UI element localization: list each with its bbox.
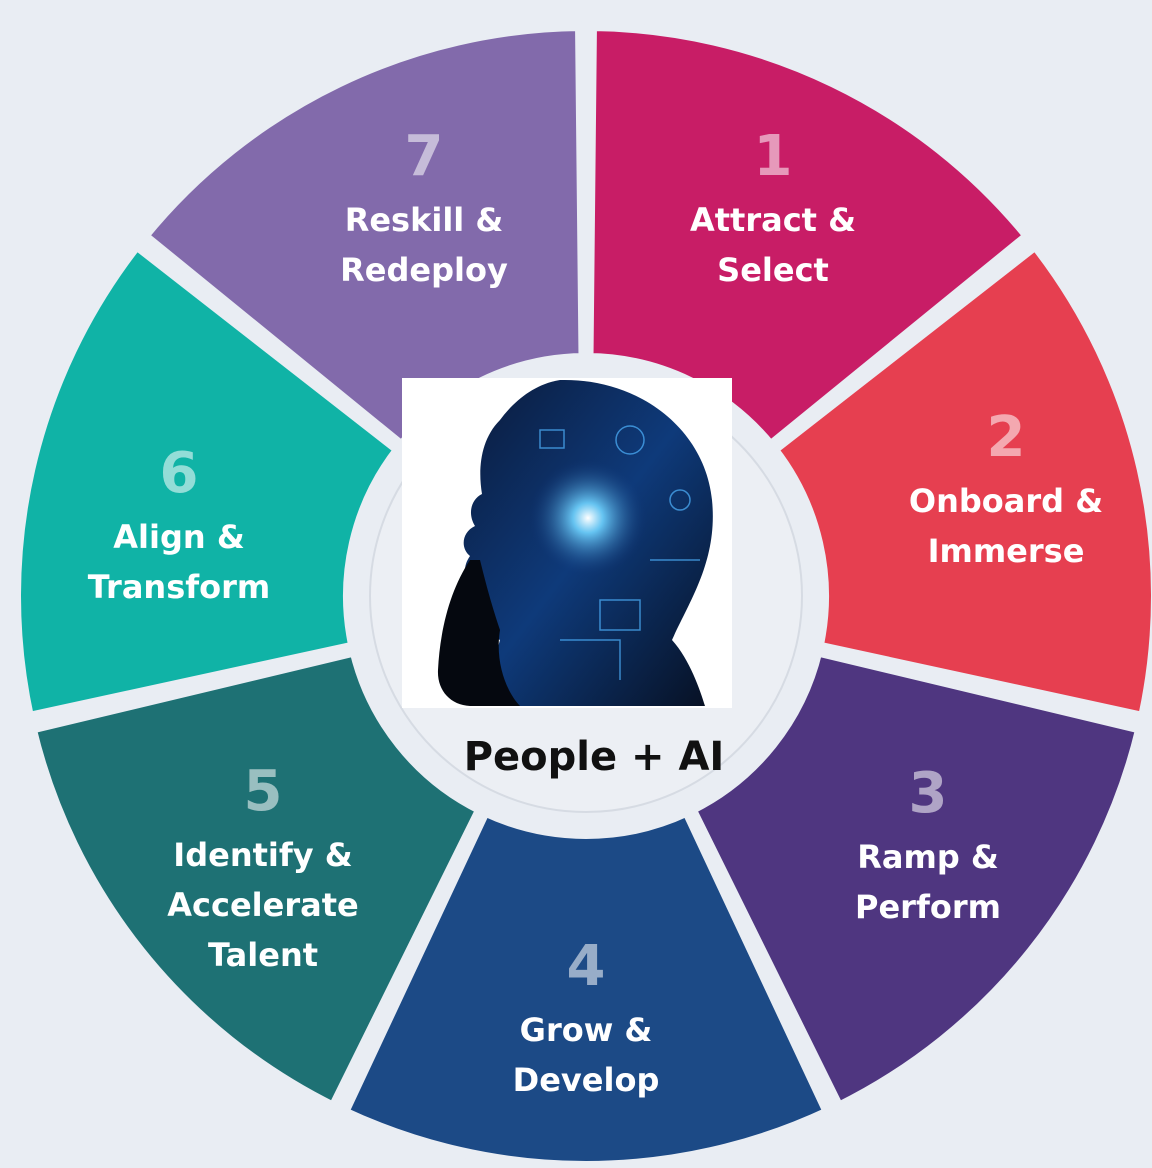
stage-label-line: Perform — [855, 888, 1001, 926]
stage-label-line: Identify & — [173, 836, 352, 874]
stage-number: 5 — [244, 759, 283, 824]
stage-label-line: Reskill & — [345, 201, 504, 239]
stage-label-line: Align & — [113, 518, 244, 556]
stage-segment-shape — [583, 21, 1033, 451]
stage-segment-shape — [339, 806, 833, 1168]
stage-label-line: Attract & — [690, 201, 856, 239]
stage-label-line: Accelerate — [167, 886, 358, 924]
center-hub: People + AI — [369, 378, 803, 813]
stage-label-line: Transform — [88, 568, 271, 606]
stage-number: 7 — [405, 124, 444, 189]
stage-number: 3 — [909, 761, 948, 826]
ai-head-silhouette-icon — [402, 378, 732, 708]
stage-segment-shape — [26, 646, 486, 1112]
stage-label-line: Redeploy — [340, 251, 508, 289]
stage-segment-shape — [686, 646, 1146, 1112]
stage-label-line: Develop — [513, 1061, 660, 1099]
stage-number: 1 — [754, 124, 793, 189]
stage-number: 6 — [160, 441, 199, 506]
stage-number: 2 — [987, 405, 1026, 470]
stage-segment-shape — [768, 240, 1152, 723]
stage-number: 4 — [567, 934, 606, 999]
stage-label-line: Select — [717, 251, 829, 289]
stage-segment-shape — [11, 240, 404, 723]
stage-label-line: Grow & — [520, 1011, 653, 1049]
stage-label-line: Ramp & — [857, 838, 999, 876]
stage-label-line: Immerse — [928, 532, 1085, 570]
stage-label-line: Onboard & — [909, 482, 1103, 520]
hub-title: People + AI — [464, 734, 725, 780]
stage-label-line: Talent — [208, 936, 318, 974]
